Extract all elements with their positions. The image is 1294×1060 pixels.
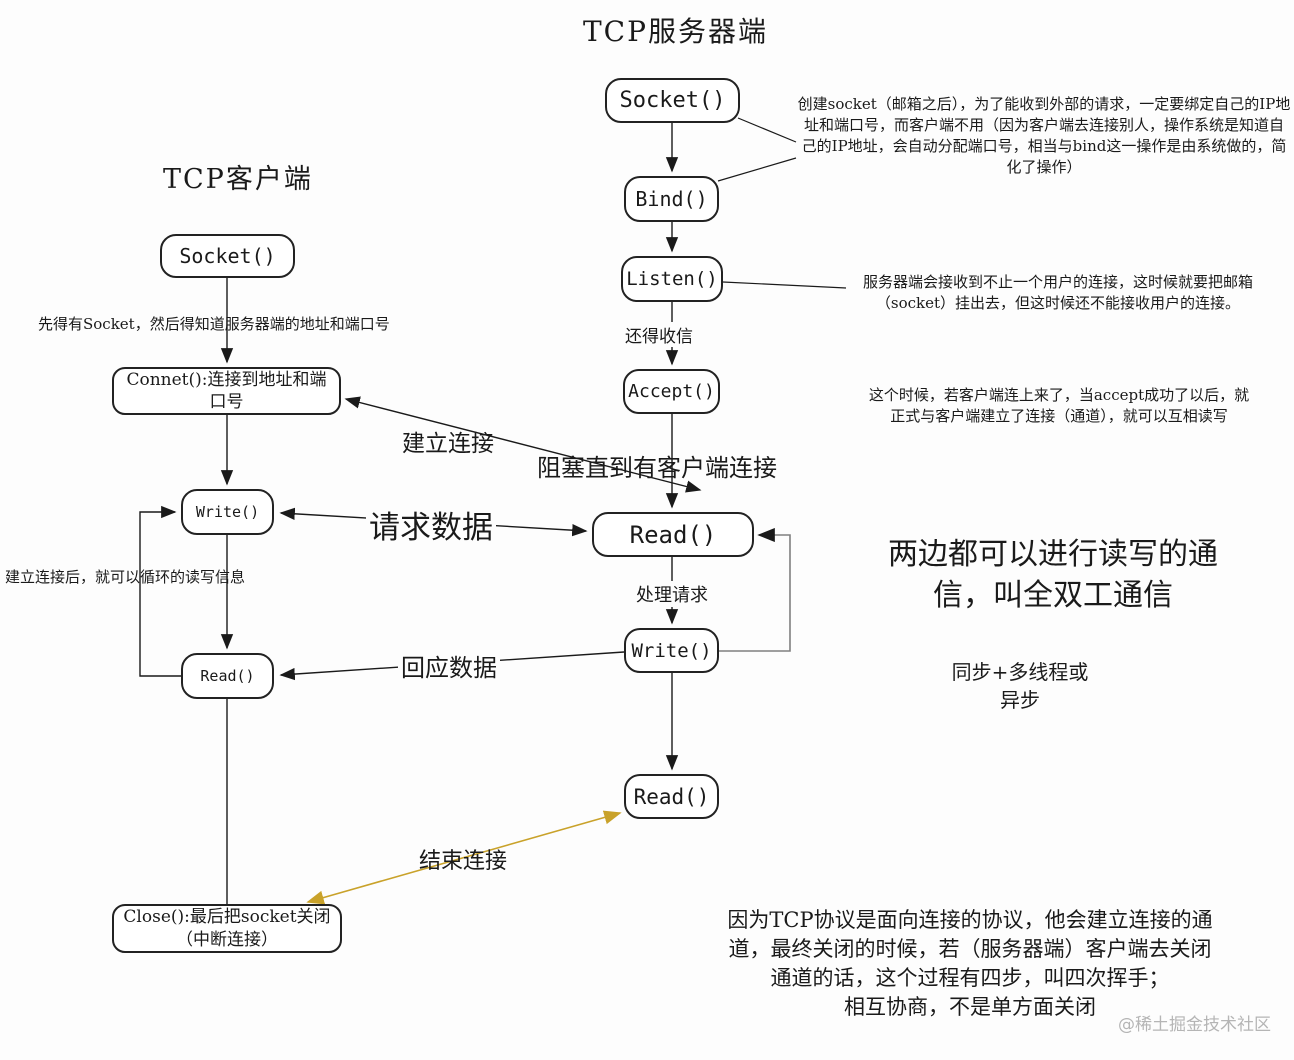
client-title: TCP客户端: [163, 164, 313, 195]
client-connect-node: Connet():连接到地址和端口号: [112, 367, 341, 415]
client-write-node: Write(): [181, 489, 274, 535]
note-full-duplex: 两边都可以进行读写的通信，叫全双工通信: [888, 537, 1218, 613]
note-client-loop: 建立连接后，就可以循环的读写信息: [5, 568, 246, 586]
server-read2-node: Read(): [624, 774, 719, 819]
label-need-receive: 还得收信: [622, 322, 696, 347]
server-accept-node: Accept(): [623, 369, 720, 414]
edge-establish-connection: [344, 396, 702, 493]
connector-bind-note: [717, 157, 797, 182]
note-sync-mode: 同步+多线程或 异步: [951, 660, 1089, 712]
client-socket-node: Socket(): [160, 234, 295, 278]
label-request-data: 请求数据: [366, 502, 496, 547]
client-close-node: Close():最后把socket关闭（中断连接）: [112, 904, 342, 953]
connector-listen-note: [722, 281, 847, 289]
label-block-until-client: 阻塞直到有客户端连接: [537, 454, 777, 482]
server-write-node: Write(): [624, 628, 719, 673]
edge-server-loop: [718, 527, 791, 652]
label-end-connection: 结束连接: [419, 849, 508, 874]
note-socket-bind: 创建socket（邮箱之后），为了能收到外部的请求，一定要绑定自己的IP地址和端…: [797, 95, 1291, 176]
client-read-node: Read(): [181, 653, 274, 699]
server-socket-node: Socket(): [605, 78, 740, 123]
edge-client-loop: [139, 505, 181, 677]
watermark: @稀土掘金技术社区: [1118, 1015, 1271, 1035]
note-client-socket: 先得有Socket，然后得知道服务器端的地址和端口号: [38, 315, 390, 333]
label-response-data: 回应数据: [398, 648, 500, 683]
server-bind-node: Bind(): [624, 176, 719, 222]
label-establish-connection: 建立连接: [402, 431, 494, 457]
note-close-paragraph: 因为TCP协议是面向连接的协议，他会建立连接的通道，最终关闭的时候，若（服务器端…: [727, 908, 1213, 1019]
note-listen: 服务器端会接收到不止一个用户的连接，这时候就要把邮箱（socket）挂出去，但这…: [862, 273, 1253, 312]
server-listen-node: Listen(): [621, 256, 723, 302]
server-title: TCP服务器端: [583, 15, 768, 48]
label-handle-request: 处理请求: [633, 581, 711, 607]
edge-end-connection: [306, 810, 622, 905]
server-read1-node: Read(): [592, 512, 754, 557]
connector-socket-note: [737, 117, 797, 143]
note-accept: 这个时候，若客户端连上来了，当accept成功了以后，就正式与客户端建立了连接（…: [868, 386, 1250, 425]
